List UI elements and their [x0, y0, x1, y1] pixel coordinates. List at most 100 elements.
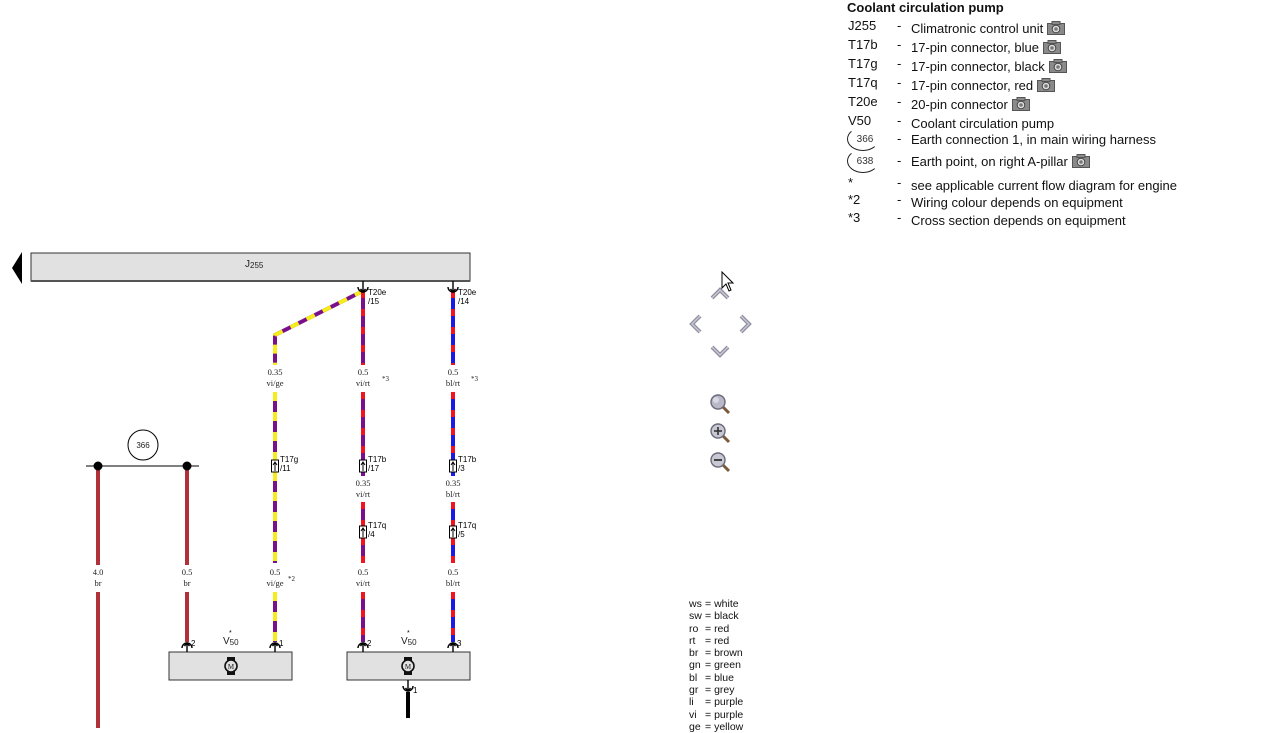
camera-icon[interactable]: [1047, 21, 1066, 35]
wiring-diagram: M J255: [12, 252, 479, 728]
camera-icon[interactable]: [1071, 154, 1090, 168]
svg-text:T17q: T17q: [368, 521, 386, 530]
wire-label-color: br: [183, 578, 190, 588]
camera-icon[interactable]: [1011, 97, 1030, 111]
color-code: br: [689, 647, 699, 660]
chevron-right-icon: [739, 314, 752, 334]
color-name: blue: [714, 671, 734, 684]
color-code: li: [689, 696, 694, 709]
wire-label-color: vi/rt: [356, 489, 371, 499]
legend-code: T17g: [848, 56, 878, 71]
color-name: purple: [714, 708, 744, 721]
back-arrow-icon[interactable]: [12, 252, 22, 284]
wire-label-size: 0.5: [448, 567, 459, 577]
svg-text:/15: /15: [368, 297, 380, 306]
connector-t17g-11[interactable]: T17g /11: [271, 455, 299, 473]
color-code: gr: [689, 684, 699, 697]
color-code: ws: [689, 598, 702, 610]
legend-code: V50: [848, 113, 872, 128]
pan-up-button[interactable]: [710, 286, 730, 300]
legend-desc: see applicable current flow diagram for …: [911, 178, 1177, 193]
legend-desc: Climatronic control unit: [911, 21, 1044, 36]
legend-code: T17q: [848, 75, 878, 90]
svg-text:/3: /3: [458, 464, 465, 473]
zoom-out-button[interactable]: [709, 451, 731, 473]
legend-dash: -: [897, 56, 902, 71]
earth-symbol-icon: 366: [847, 127, 879, 151]
zoom-in-button[interactable]: [709, 422, 731, 444]
legend-desc: Earth connection 1, in main wiring harne…: [911, 132, 1156, 147]
svg-text:T17b: T17b: [368, 455, 387, 464]
color-code: ge: [689, 720, 701, 733]
color-code: gn: [689, 659, 701, 672]
svg-text:V50: V50: [401, 636, 417, 647]
legend-dash: -: [897, 131, 902, 146]
wire-label-size: 0.5: [448, 367, 459, 377]
legend-dash: -: [897, 37, 902, 52]
svg-text:T17b: T17b: [458, 455, 477, 464]
legend-code: *3: [848, 210, 861, 225]
chevron-down-icon: [710, 345, 730, 358]
legend-item-t17b: T17b - 17-pin connector, blue: [847, 37, 1061, 57]
connector-t17b-17[interactable]: T17b /17: [359, 455, 387, 473]
legend-dash: -: [897, 153, 902, 168]
svg-text:/11: /11: [280, 464, 291, 473]
magnifier-icon: [710, 394, 731, 415]
legend-desc: Earth point, on right A-pillar: [911, 154, 1068, 169]
legend-desc: Wiring colour depends on equipment: [911, 195, 1123, 210]
svg-text:T20e: T20e: [458, 288, 477, 297]
pump-v50-right[interactable]: V50 * 2 3 1: [346, 630, 471, 718]
svg-text:*: *: [229, 630, 232, 637]
color-code: sw: [689, 610, 702, 623]
earth-connection-366[interactable]: 366: [86, 429, 199, 467]
wire-label-color: vi/ge: [267, 578, 284, 588]
svg-text:2: 2: [367, 639, 372, 648]
color-name: red: [714, 634, 730, 647]
svg-text:1: 1: [279, 639, 284, 648]
legend-item-v50: V50 - Coolant circulation pump: [847, 113, 1054, 132]
legend-item-t17g: T17g - 17-pin connector, black: [847, 56, 1067, 76]
svg-text:/4: /4: [368, 530, 375, 539]
wire-note: *3: [382, 375, 390, 383]
camera-icon[interactable]: [1042, 40, 1061, 54]
color-name: brown: [714, 647, 743, 660]
chevron-left-icon: [689, 314, 702, 334]
wire-label-size: 0.5: [182, 567, 193, 577]
wire-label-color: br: [94, 578, 101, 588]
svg-text:J255: J255: [245, 259, 264, 270]
camera-icon[interactable]: [1037, 78, 1056, 92]
pin-t20e-15: T20e /15: [357, 280, 387, 306]
svg-text:T20e: T20e: [368, 288, 387, 297]
legend-dash: -: [897, 210, 902, 225]
wire-label-size: 0.35: [446, 478, 461, 488]
legend-code: T17b: [848, 37, 878, 52]
connector-t17b-3[interactable]: T17b /3: [449, 455, 477, 473]
legend-note: *3 - Cross section depends on equipment: [847, 210, 1126, 230]
camera-icon[interactable]: [1048, 59, 1067, 73]
svg-text:1: 1: [413, 686, 418, 695]
legend-item-earth-638: 638 - Earth point, on right A-pillar: [847, 149, 1090, 176]
control-unit-j255[interactable]: J255: [30, 252, 471, 282]
svg-text:/17: /17: [368, 464, 380, 473]
pan-down-button[interactable]: [710, 345, 730, 359]
svg-text:T17q: T17q: [458, 521, 476, 530]
wire-label-size: 0.35: [356, 478, 371, 488]
zoom-fit-button[interactable]: [709, 393, 731, 415]
pin-t20e-14: T20e /14: [447, 280, 477, 306]
color-code: vi: [689, 708, 697, 721]
svg-text:3: 3: [457, 639, 462, 648]
wire-label-color: bl/rt: [446, 378, 461, 388]
legend-desc: Coolant circulation pump: [911, 116, 1055, 131]
legend-desc: Cross section depends on equipment: [911, 213, 1126, 228]
connector-t17q-4[interactable]: T17q /4: [359, 521, 387, 539]
pan-left-button[interactable]: [688, 314, 702, 334]
pan-right-button[interactable]: [739, 314, 753, 334]
color-name: green: [714, 659, 741, 672]
zoom-in-icon: [710, 423, 731, 444]
wire-label-size: 4.0: [93, 567, 104, 577]
legend-item-t20e: T20e - 20-pin connector: [847, 94, 1030, 114]
connector-t17q-5[interactable]: T17q /5: [449, 521, 477, 539]
color-code: ro: [689, 622, 699, 635]
wire-label-size: 0.5: [358, 367, 369, 377]
pump-v50-left[interactable]: V50 * 2 1: [168, 630, 293, 681]
